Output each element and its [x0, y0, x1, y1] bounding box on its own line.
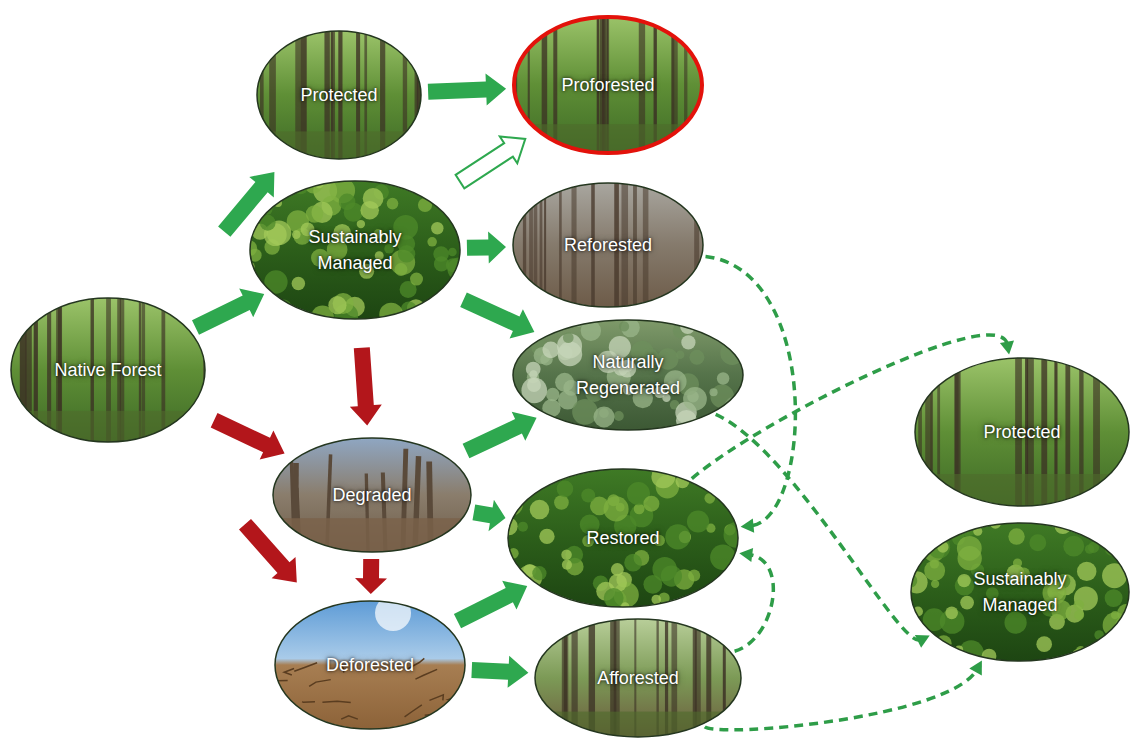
- forest-ellipse: Protected: [256, 30, 422, 160]
- forest-ellipse: Restored: [507, 468, 739, 608]
- node-text: Naturally Regenerated: [563, 349, 693, 401]
- flow-arrow: [454, 581, 527, 628]
- dashed-connector: [735, 555, 774, 652]
- arrow-head: [739, 548, 753, 562]
- node-text: Degraded: [332, 482, 411, 508]
- forest-ellipse: Deforested: [274, 600, 466, 730]
- dashed-connector: [705, 669, 977, 729]
- node-label: Deforested: [326, 652, 414, 678]
- dashed-connector: [716, 414, 921, 640]
- arrow-head: [1000, 341, 1014, 355]
- node-text: Restored: [586, 525, 659, 551]
- node-text: Proforested: [561, 72, 654, 98]
- flow-arrow: [211, 413, 285, 460]
- forest-ellipse: Proforested: [512, 15, 704, 155]
- node-text: Native Forest: [54, 357, 161, 383]
- node-label: Restored: [586, 525, 659, 551]
- node-label: Sustainably Managed: [960, 566, 1080, 618]
- arrow-head: [915, 635, 930, 648]
- flow-arrow: [239, 519, 297, 583]
- forest-ellipse: Sustainably Managed: [249, 180, 461, 320]
- node-label: Native Forest: [54, 357, 161, 383]
- node-label: Afforested: [597, 665, 679, 691]
- forest-ellipse: Protected: [914, 357, 1130, 507]
- flow-arrow: [355, 559, 387, 594]
- ellipse-outline: [249, 180, 461, 320]
- node-label: Proforested: [561, 72, 654, 98]
- forest-ellipse: Naturally Regenerated: [512, 319, 744, 431]
- forest-ellipse: Degraded: [272, 437, 472, 553]
- node-text: Reforested: [564, 232, 652, 258]
- ellipse-outline: [910, 522, 1130, 662]
- flow-arrow: [428, 74, 506, 106]
- node-label: Reforested: [564, 232, 652, 258]
- flow-arrow: [471, 656, 528, 688]
- flow-arrow: [192, 289, 264, 335]
- flow-arrow: [473, 500, 506, 532]
- node-text: Protected: [983, 419, 1060, 445]
- forest-ellipse: Native Forest: [10, 297, 206, 443]
- forest-ellipse: Sustainably Managed: [910, 522, 1130, 662]
- flow-arrow: [467, 231, 506, 263]
- forest-ellipse: Afforested: [534, 618, 742, 738]
- node-text: Protected: [300, 82, 377, 108]
- forest-ellipse: Reforested: [512, 182, 704, 308]
- arrow-head: [969, 661, 982, 676]
- node-label: Protected: [983, 419, 1060, 445]
- node-text: Afforested: [597, 665, 679, 691]
- node-label: Protected: [300, 82, 377, 108]
- ellipse-outline: [512, 319, 744, 431]
- node-label: Sustainably Managed: [295, 224, 415, 276]
- flow-arrow: [463, 412, 537, 458]
- node-label: Naturally Regenerated: [563, 349, 693, 401]
- node-label: Degraded: [332, 482, 411, 508]
- node-text: Sustainably Managed: [295, 224, 415, 276]
- flow-arrow: [456, 137, 526, 189]
- dashed-connector: [706, 256, 796, 526]
- flow-arrow: [460, 292, 534, 338]
- arrow-head: [741, 519, 755, 533]
- node-text: Sustainably Managed: [960, 566, 1080, 618]
- node-text: Deforested: [326, 652, 414, 678]
- flow-arrow: [350, 347, 382, 425]
